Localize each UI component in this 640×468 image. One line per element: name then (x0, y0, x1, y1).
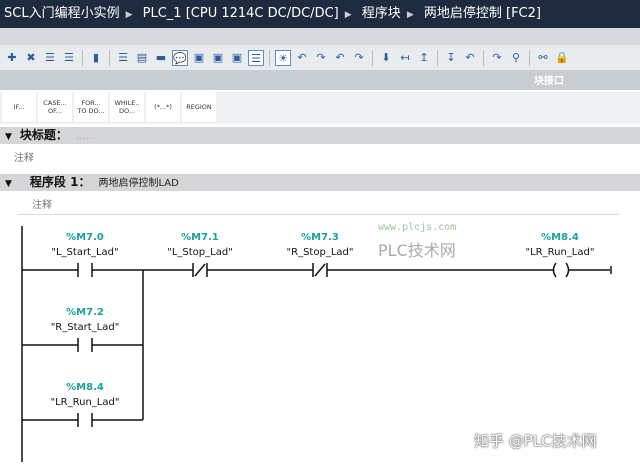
jump-to-icon[interactable]: ↤ (400, 50, 410, 64)
network-title[interactable]: 两地启停控制LAD (98, 178, 179, 189)
operand-symbol[interactable]: "R_Stop_Lad" (287, 247, 354, 258)
contact-no-2[interactable] (77, 338, 93, 352)
go-to-error-icon[interactable]: ↶ (297, 50, 307, 64)
abs-operand-icon[interactable]: ▣ (193, 50, 205, 64)
contact-nc-2[interactable] (312, 263, 328, 277)
comment-button[interactable]: (*...*) (146, 92, 180, 122)
block-interface-bar[interactable]: 块接口 (0, 70, 640, 90)
step-over-icon[interactable]: ↧ (446, 50, 456, 64)
coil-address[interactable]: %M8.4 (541, 232, 579, 243)
add-row-icon[interactable]: ☰ (64, 50, 74, 64)
chevron-right-icon: ▶ (344, 10, 352, 20)
divider (18, 214, 620, 215)
network-label: 程序段 1： (29, 175, 91, 189)
operand-symbol[interactable]: "L_Start_Lad" (51, 247, 118, 258)
breadcrumb-project[interactable]: SCL入门编程小实例 (4, 6, 120, 21)
network-list-icon[interactable]: ☰ (118, 50, 128, 64)
branch-wire (22, 270, 144, 421)
monitor-icon[interactable]: ↶ (465, 50, 475, 64)
toolbar-separator (82, 49, 83, 66)
editor-toolbar: ✚ ✖ ☰ ☰ ▮ ☰ ▤ ▬ 💬 ▣ ▣ ▣ ☰ ☀ ↶ ↷ ↶ ↷ ⬇ ↤ ↥ ↧ ↶ ↷ ⚲ ⚯ 🔒 (0, 45, 640, 70)
show-all-icon[interactable]: ▤ (136, 50, 148, 64)
contact-no-3[interactable] (77, 413, 93, 427)
while-button[interactable]: WHILE.. DO... (110, 92, 144, 122)
watermark-zhihu: 知乎 @PLC技术网 (474, 432, 597, 450)
watermark-site: www.plcjs.com (378, 222, 457, 233)
operand-address[interactable]: %M7.0 (66, 232, 104, 243)
coil-symbol[interactable]: "LR_Run_Lad" (526, 247, 595, 258)
modules-icon[interactable]: ▮ (92, 50, 100, 64)
absolute-symbolic-icon[interactable]: ▣ (212, 50, 224, 64)
collapse-icon[interactable]: ▬ (155, 50, 167, 64)
chevron-right-icon: ▶ (406, 10, 414, 20)
prev-bookmark-icon[interactable]: ↶ (335, 50, 345, 64)
if-button[interactable]: IF... (2, 92, 36, 122)
region-button[interactable]: REGION (182, 92, 216, 122)
block-interface-label: 块接口 (534, 76, 564, 87)
set-bookmark-icon[interactable]: ↥ (419, 50, 429, 64)
breadcrumb-blocks[interactable]: 程序块 (361, 6, 401, 21)
operand-address[interactable]: %M7.1 (181, 232, 219, 243)
edit-icon[interactable]: ↷ (492, 50, 502, 64)
block-comment[interactable]: 注释 (14, 153, 34, 164)
watermark-name: PLC技术网 (378, 241, 456, 260)
monitoring-on-icon[interactable]: ⚯ (538, 50, 548, 64)
clear-error-icon[interactable]: ↷ (316, 50, 326, 64)
case-button[interactable]: CASE... OF... (38, 92, 72, 122)
block-title-value[interactable]: …… (75, 131, 96, 142)
shows-details-icon[interactable]: ☀ (275, 49, 291, 66)
toolbar-separator (483, 49, 484, 66)
breadcrumb-plc[interactable]: PLC_1 [CPU 1214C DC/DC/DC] (142, 6, 339, 21)
operand-symbol[interactable]: "LR_Run_Lad" (51, 397, 120, 408)
scl-instruction-bar: IF... CASE... OF... FOR... TO DO... WHIL… (0, 92, 640, 124)
block-title-header[interactable]: ▼ 块标题： …… (0, 127, 640, 144)
for-button[interactable]: FOR... TO DO... (74, 92, 108, 122)
contact-no-1[interactable] (77, 263, 93, 277)
download-icon[interactable]: ⬇ (381, 50, 391, 64)
toolbar-separator (529, 49, 530, 66)
display-favorites-icon[interactable]: ▣ (231, 50, 243, 64)
toolbar-separator (269, 49, 270, 66)
contact-nc-1[interactable] (192, 263, 208, 277)
network-comment[interactable]: 注释 (32, 200, 52, 211)
insert-network-icon[interactable]: ✚ (7, 50, 17, 64)
block-title-label: 块标题： (19, 128, 68, 142)
operand-address[interactable]: %M8.4 (66, 382, 104, 393)
operand-symbol[interactable]: "L_Stop_Lad" (167, 247, 233, 258)
symbol-info-icon[interactable]: ☰ (248, 49, 264, 66)
toolbar-separator (109, 49, 110, 66)
operand-symbol[interactable]: "R_Start_Lad" (51, 322, 120, 333)
breadcrumb: SCL入门编程小实例▶ PLC_1 [CPU 1214C DC/DC/DC]▶ … (0, 0, 640, 28)
collapse-triangle-icon[interactable]: ▼ (5, 132, 12, 142)
lock-icon[interactable]: 🔒 (555, 50, 569, 64)
step-in-icon[interactable]: ⚲ (511, 50, 521, 64)
comments-icon[interactable]: 💬 (172, 49, 188, 66)
operand-address[interactable]: %M7.2 (66, 307, 104, 318)
toolbar-separator (372, 49, 373, 66)
network-header[interactable]: ▼ 程序段 1： 两地启停控制LAD (0, 174, 640, 191)
next-bookmark-icon[interactable]: ↷ (354, 50, 364, 64)
operand-address[interactable]: %M7.3 (301, 232, 339, 243)
window-bar (0, 28, 640, 45)
delete-network-icon[interactable]: ✖ (26, 50, 36, 64)
insert-row-icon[interactable]: ☰ (45, 50, 55, 64)
collapse-triangle-icon[interactable]: ▼ (5, 179, 12, 189)
coil[interactable] (552, 262, 570, 278)
breadcrumb-block[interactable]: 两地启停控制 [FC2] (423, 6, 541, 21)
chevron-right-icon: ▶ (125, 10, 133, 20)
toolbar-separator (437, 49, 438, 66)
